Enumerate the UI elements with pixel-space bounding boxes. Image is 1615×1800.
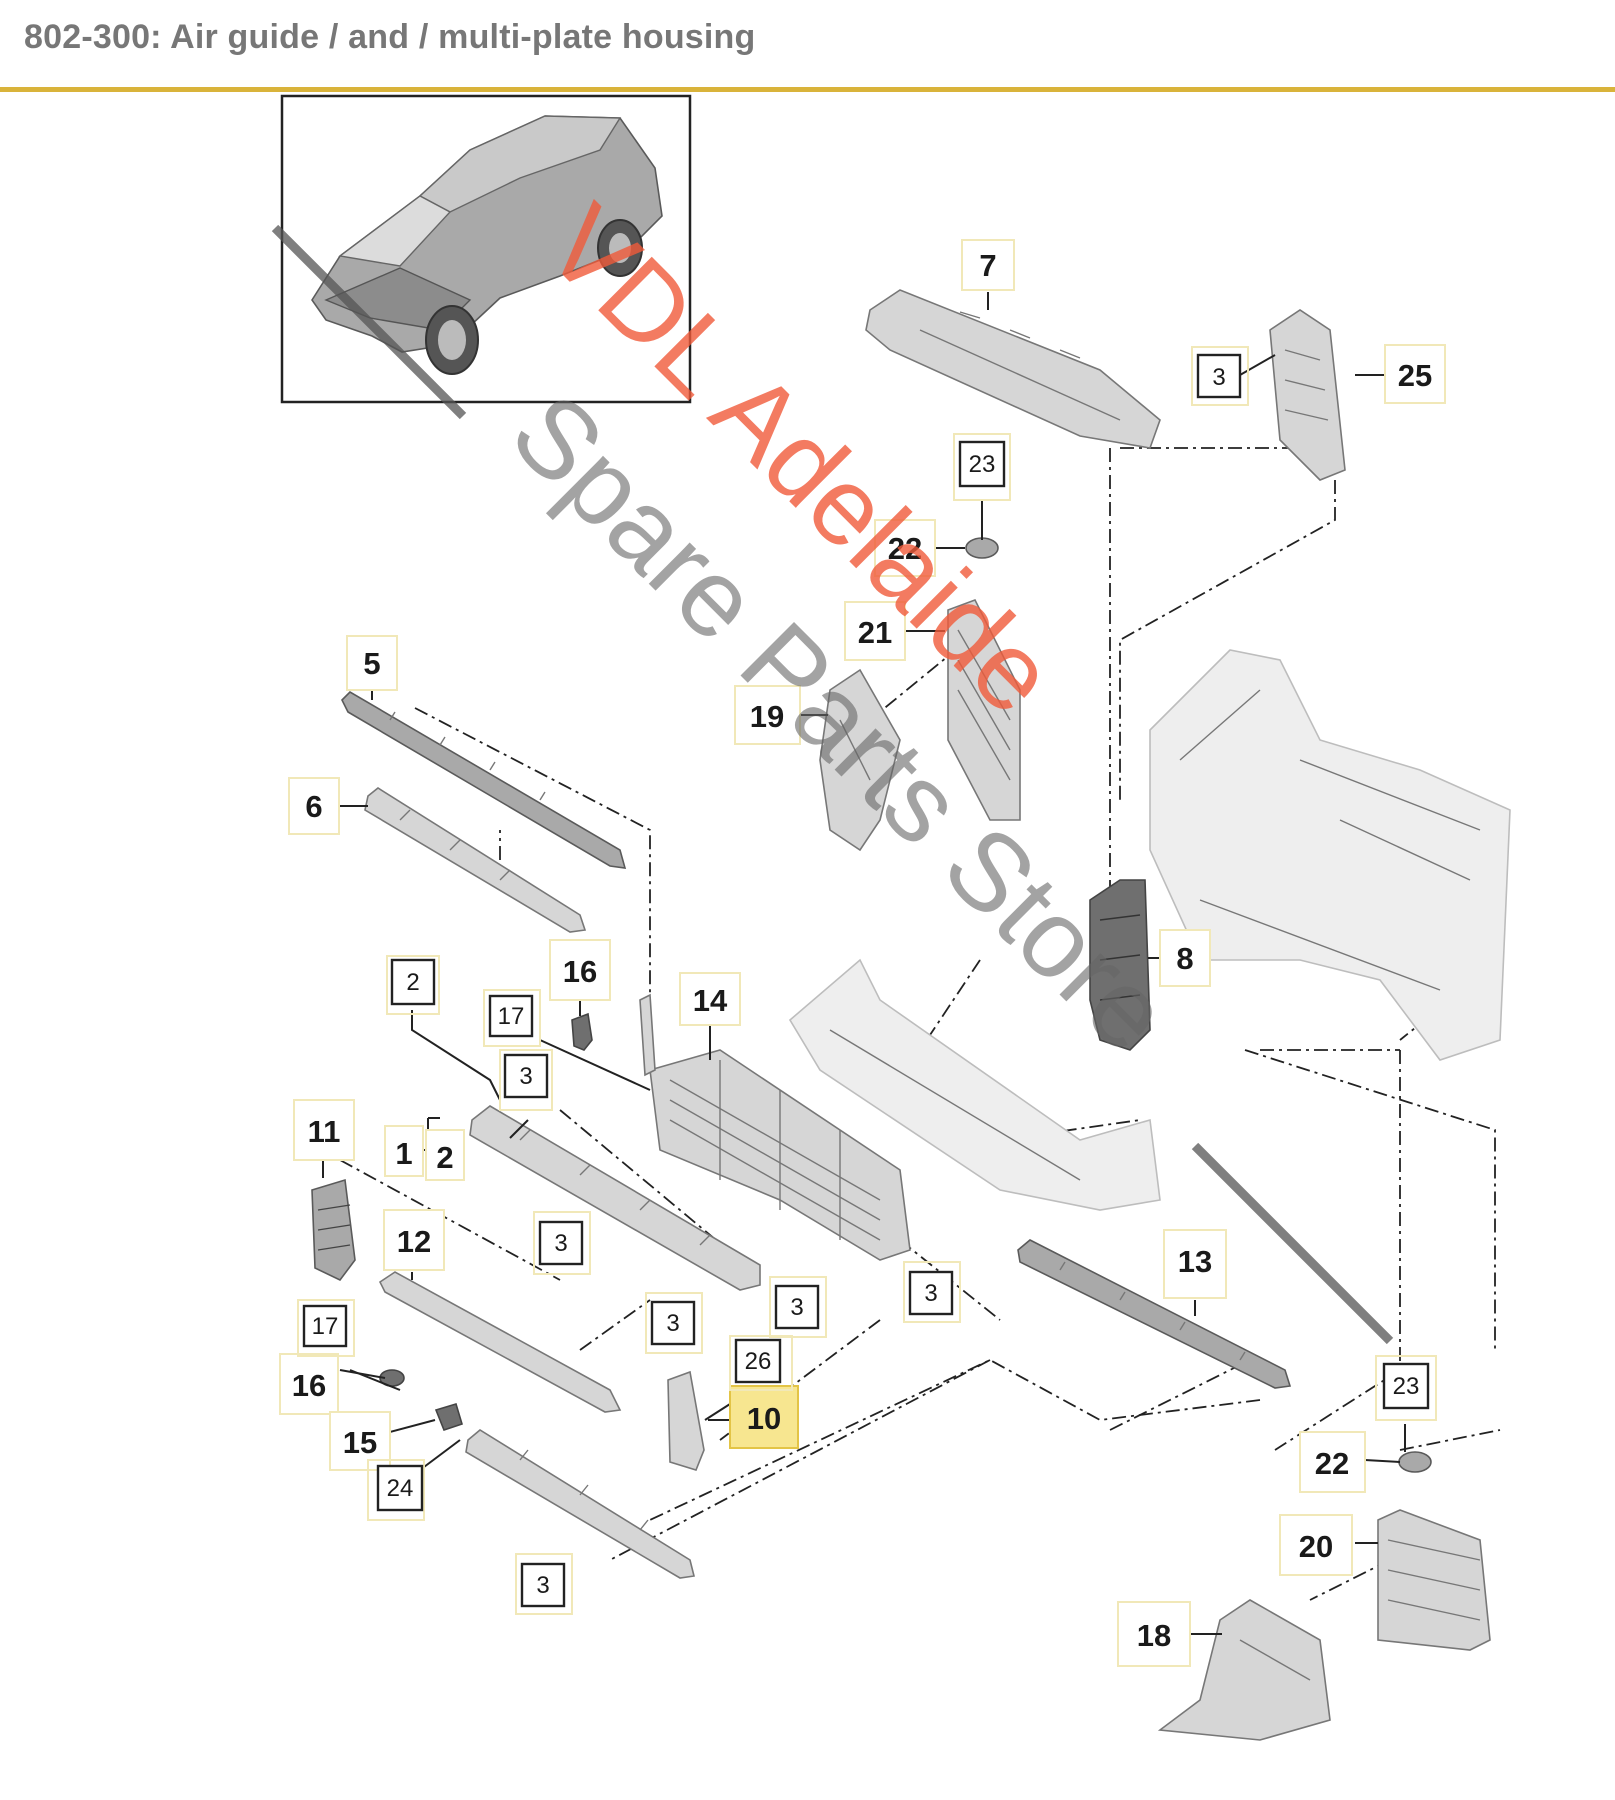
- callout-15[interactable]: 15: [329, 1411, 391, 1471]
- vehicle-inset: [280, 94, 692, 404]
- part-6-bracket-strip: [364, 787, 587, 933]
- callout-7[interactable]: 7: [961, 239, 1015, 291]
- svg-text:16: 16: [563, 954, 597, 989]
- svg-text:8: 8: [1176, 941, 1193, 976]
- ref-3-near-1-2[interactable]: 3: [499, 1049, 553, 1111]
- part-11-grille-side: [311, 1178, 356, 1282]
- ref-3-top-right[interactable]: 3: [1191, 346, 1249, 406]
- part-1-air-guide-lower: [469, 1105, 761, 1291]
- svg-text:13: 13: [1178, 1244, 1212, 1279]
- part-13-lower-guide: [1017, 1239, 1292, 1389]
- callout-12[interactable]: 12: [383, 1209, 445, 1271]
- part-7-air-guide-top: [865, 289, 1161, 449]
- callout-22-top[interactable]: 22: [874, 519, 936, 577]
- svg-text:5: 5: [363, 646, 380, 681]
- part-22-clip-lower: [1398, 1451, 1432, 1473]
- ref-3-center-mid[interactable]: 3: [769, 1276, 827, 1338]
- svg-text:16: 16: [292, 1368, 326, 1403]
- callout-25[interactable]: 25: [1384, 344, 1446, 404]
- svg-text:18: 18: [1137, 1618, 1171, 1653]
- callout-14[interactable]: 14: [679, 972, 741, 1026]
- callout-21[interactable]: 21: [844, 601, 906, 661]
- callout-19[interactable]: 19: [734, 685, 801, 745]
- ref-17-lower[interactable]: 17: [297, 1299, 355, 1357]
- callout-5[interactable]: 5: [346, 635, 398, 691]
- callout-13[interactable]: 13: [1163, 1229, 1227, 1299]
- ref-3-center-right[interactable]: 3: [903, 1261, 961, 1323]
- page-header: 802-300: Air guide / and / multi-plate h…: [0, 0, 1615, 92]
- svg-text:15: 15: [343, 1425, 377, 1460]
- bumper-carrier: [788, 958, 1161, 1211]
- part-5-trim-strip: [341, 690, 627, 869]
- part-15-connector: [434, 1403, 463, 1431]
- svg-text:21: 21: [858, 615, 892, 650]
- svg-text:19: 19: [750, 699, 784, 734]
- svg-text:2: 2: [406, 969, 419, 996]
- part-12-cover-strip: [378, 1271, 622, 1413]
- part-19-air-duct: [819, 668, 901, 852]
- svg-text:3: 3: [924, 1280, 937, 1307]
- svg-text:3: 3: [1212, 364, 1225, 391]
- carrier-frame: [1149, 649, 1511, 1061]
- svg-text:22: 22: [888, 531, 922, 566]
- svg-text:26: 26: [745, 1348, 772, 1375]
- callout-16-lower[interactable]: 16: [279, 1353, 339, 1415]
- svg-text:7: 7: [979, 248, 996, 283]
- svg-text:24: 24: [387, 1475, 414, 1502]
- ref-3-bottom-left[interactable]: 3: [515, 1553, 573, 1615]
- part-10-air-guide-side: [667, 1370, 705, 1471]
- svg-text:3: 3: [790, 1294, 803, 1321]
- ref-3-center-lower[interactable]: 3: [645, 1292, 703, 1354]
- callout-2[interactable]: 2: [425, 1129, 465, 1181]
- svg-text:6: 6: [305, 789, 322, 824]
- svg-text:2: 2: [436, 1140, 453, 1175]
- svg-text:3: 3: [519, 1063, 532, 1090]
- callout-20[interactable]: 20: [1279, 1514, 1353, 1576]
- callout-18[interactable]: 18: [1117, 1601, 1191, 1667]
- svg-text:12: 12: [397, 1224, 431, 1259]
- ref-26[interactable]: 26: [729, 1335, 793, 1391]
- part-18-air-duct-lower: [1157, 1599, 1331, 1741]
- page-title: 802-300: Air guide / and / multi-plate h…: [24, 18, 756, 56]
- svg-text:23: 23: [969, 451, 996, 478]
- svg-text:14: 14: [693, 983, 728, 1018]
- callout-8[interactable]: 8: [1159, 929, 1211, 987]
- part-21-radiator-small: [947, 599, 1021, 821]
- svg-text:3: 3: [554, 1230, 567, 1257]
- ref-24[interactable]: 24: [367, 1459, 425, 1521]
- svg-text:23: 23: [1393, 1373, 1420, 1400]
- callout-1[interactable]: 1: [384, 1125, 424, 1177]
- part-24-lower-strip: [465, 1429, 695, 1579]
- part-20-radiator: [1377, 1509, 1491, 1651]
- svg-text:17: 17: [312, 1313, 339, 1340]
- ref-2[interactable]: 2: [386, 955, 440, 1015]
- svg-text:20: 20: [1299, 1529, 1333, 1564]
- callout-11[interactable]: 11: [293, 1099, 355, 1161]
- ref-23-top[interactable]: 23: [953, 433, 1011, 501]
- part-14-multi-plate-housing: [639, 993, 911, 1261]
- part-16-sensor-upper: [571, 1012, 593, 1051]
- part-8-air-guide: [1089, 879, 1151, 1051]
- svg-text:10: 10: [747, 1401, 781, 1436]
- svg-text:11: 11: [308, 1114, 341, 1149]
- svg-text:1: 1: [395, 1136, 412, 1171]
- svg-text:22: 22: [1315, 1446, 1349, 1481]
- callout-10-highlighted[interactable]: 10: [729, 1385, 799, 1449]
- callout-16-upper[interactable]: 16: [549, 939, 611, 1001]
- svg-text:3: 3: [666, 1310, 679, 1337]
- callout-6[interactable]: 6: [288, 777, 340, 835]
- ref-23-lower[interactable]: 23: [1375, 1355, 1437, 1421]
- callout-22-lower[interactable]: 22: [1299, 1431, 1366, 1493]
- ref-17-upper[interactable]: 17: [483, 989, 541, 1047]
- svg-text:3: 3: [536, 1572, 549, 1599]
- svg-text:17: 17: [498, 1003, 525, 1030]
- part-25-bracket: [1269, 309, 1346, 481]
- svg-text:25: 25: [1398, 358, 1432, 393]
- ref-3-left-center[interactable]: 3: [533, 1211, 591, 1275]
- parts-diagram: 7 25 22 21 19 5 6 8 16 14 11 1: [271, 94, 1511, 1741]
